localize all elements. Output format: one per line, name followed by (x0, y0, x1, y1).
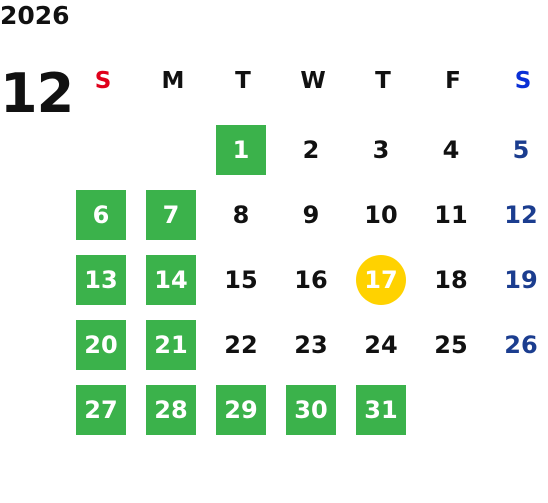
day-cell[interactable]: 27 (76, 385, 126, 435)
day-cell[interactable]: 21 (146, 320, 196, 370)
day-cell[interactable]: 2 (302, 136, 320, 164)
day-cell[interactable]: 22 (224, 331, 258, 359)
weekday-thursday: T (375, 68, 391, 94)
weekday-sunday: S (94, 68, 112, 94)
day-cell[interactable]: 12 (504, 201, 538, 229)
day-cell[interactable]: 5 (512, 136, 530, 164)
weekday-monday: M (161, 68, 185, 94)
day-cell[interactable]: 24 (364, 331, 398, 359)
weekday-saturday: S (514, 68, 532, 94)
day-cell[interactable]: 10 (364, 201, 398, 229)
day-cell[interactable]: 30 (286, 385, 336, 435)
day-cell-today[interactable]: 17 (356, 255, 406, 305)
day-cell[interactable]: 3 (372, 136, 390, 164)
day-cell[interactable]: 7 (146, 190, 196, 240)
weekday-tuesday: T (235, 68, 251, 94)
day-cell[interactable]: 8 (232, 201, 250, 229)
day-cell[interactable]: 1 (216, 125, 266, 175)
weekday-wednesday: W (300, 68, 326, 94)
day-cell[interactable]: 16 (294, 266, 328, 294)
day-cell[interactable]: 23 (294, 331, 328, 359)
day-cell[interactable]: 18 (434, 266, 468, 294)
day-cell[interactable]: 29 (216, 385, 266, 435)
day-cell[interactable]: 6 (76, 190, 126, 240)
day-cell[interactable]: 26 (504, 331, 538, 359)
day-cell[interactable]: 19 (504, 266, 538, 294)
day-cell[interactable]: 9 (302, 201, 320, 229)
day-cell[interactable]: 28 (146, 385, 196, 435)
day-cell[interactable]: 14 (146, 255, 196, 305)
day-cell[interactable]: 4 (442, 136, 460, 164)
day-cell[interactable]: 15 (224, 266, 258, 294)
day-cell[interactable]: 20 (76, 320, 126, 370)
year-label: 2026 (0, 1, 70, 30)
month-label: 12 (0, 62, 74, 125)
day-cell[interactable]: 11 (434, 201, 468, 229)
day-cell[interactable]: 13 (76, 255, 126, 305)
weekday-friday: F (445, 68, 461, 94)
day-cell[interactable]: 25 (434, 331, 468, 359)
day-cell[interactable]: 31 (356, 385, 406, 435)
